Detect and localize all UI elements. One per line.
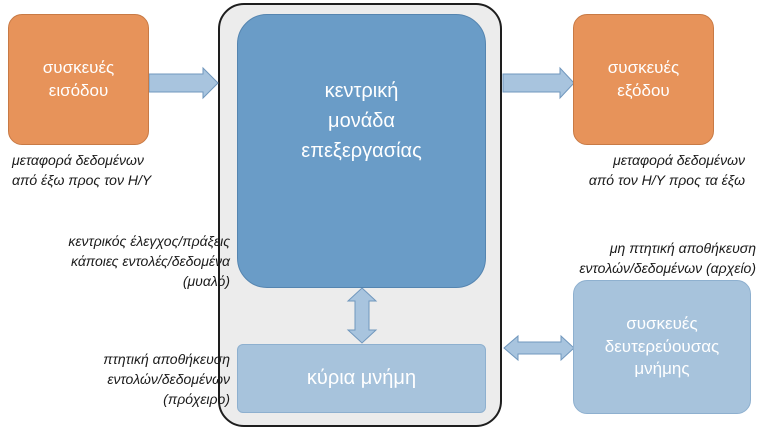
cpu-label-line1: κεντρική <box>324 80 399 102</box>
output-transfer-note: μεταφορά δεδομένων από τον Η/Υ προς τα έ… <box>589 150 745 190</box>
nonvolatile-line1: μη πτητική αποθήκευση <box>609 240 756 256</box>
cpu-role-note: κεντρικός έλεγχος/πράξεις κάποιες εντολέ… <box>68 231 230 291</box>
volatile-line1: πτητική αποθήκευση <box>103 351 230 367</box>
input-transfer-line2: από έξω προς τον Η/Υ <box>12 172 152 188</box>
input-transfer-note: μεταφορά δεδομένων από έξω προς τον Η/Υ <box>12 150 151 190</box>
secondary-storage-line1: συσκευές <box>626 313 698 333</box>
cpu-box: κεντρική μονάδα επεξεργασίας <box>237 14 486 288</box>
cpu-memory-arrow <box>346 287 378 344</box>
main-memory-label: κύρια μνήμη <box>306 367 417 389</box>
output-transfer-line2: από τον Η/Υ προς τα έξω <box>588 172 745 188</box>
output-devices-box: συσκευές εξόδου <box>573 14 714 145</box>
output-arrow <box>502 66 575 100</box>
cpu-role-line3: (μυαλό) <box>182 273 230 289</box>
main-memory-box: κύρια μνήμη <box>237 344 486 413</box>
secondary-storage-line3: μνήμης <box>634 359 690 379</box>
input-devices-label-line2: εισόδου <box>48 80 109 100</box>
storage-arrow <box>503 334 575 362</box>
output-devices-label-line1: συσκευές <box>607 57 680 77</box>
cpu-role-line1: κεντρικός έλεγχος/πράξεις <box>68 233 230 249</box>
input-devices-label-line1: συσκευές <box>42 57 115 77</box>
output-transfer-line1: μεταφορά δεδομένων <box>613 152 745 168</box>
nonvolatile-line2: εντολών/δεδομένων (αρχείο) <box>579 260 756 276</box>
input-arrow <box>148 66 219 100</box>
cpu-role-line2: κάποιες εντολές/δεδομένα <box>70 253 230 269</box>
volatile-line2: εντολών/δεδομένων <box>107 371 230 387</box>
cpu-label-line2: μονάδα <box>328 110 395 132</box>
secondary-storage-line2: δευτερεύουσας <box>604 336 720 356</box>
input-devices-box: συσκευές εισόδου <box>8 14 149 145</box>
nonvolatile-note: μη πτητική αποθήκευση εντολών/δεδομένων … <box>579 238 756 278</box>
output-devices-label-line2: εξόδου <box>617 80 670 100</box>
volatile-line3: (πρόχειρο) <box>163 391 230 407</box>
volatile-note: πτητική αποθήκευση εντολών/δεδομένων (πρ… <box>103 349 230 409</box>
secondary-storage-box: συσκευές δευτερεύουσας μνήμης <box>573 280 751 414</box>
cpu-label-line3: επεξεργασίας <box>301 140 422 162</box>
input-transfer-line1: μεταφορά δεδομένων <box>12 152 144 168</box>
